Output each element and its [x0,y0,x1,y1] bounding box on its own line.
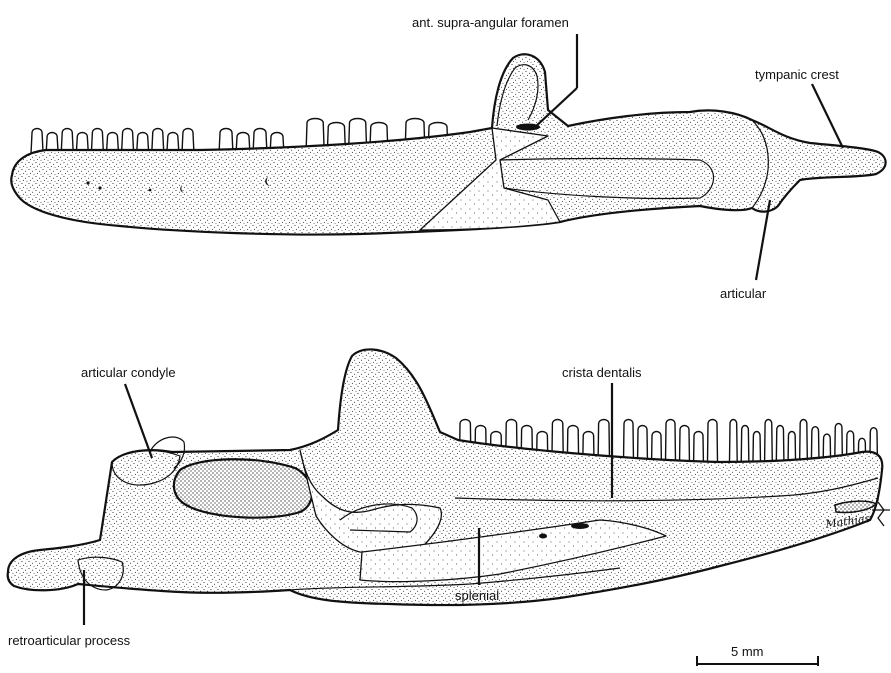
small-foramen [539,534,547,539]
leader-tympanic-crest [812,84,843,148]
scale-bar: 5 mm [697,644,818,666]
label-articular-condyle: articular condyle [81,365,176,380]
label-articular: articular [720,286,767,301]
label-crista-dentalis: crista dentalis [562,365,642,380]
label-tympanic-crest: tympanic crest [755,67,839,82]
scale-bar-label: 5 mm [731,644,764,659]
adductor-fossa [174,459,312,517]
label-splenial: splenial [455,588,499,603]
label-retroarticular-process: retroarticular process [8,633,131,648]
leader-articular-condyle [125,384,152,458]
label-ant-supra-angular-foramen: ant. supra-angular foramen [412,15,569,30]
mandible-medial-view [8,349,883,605]
splenial-foramen [571,523,589,529]
